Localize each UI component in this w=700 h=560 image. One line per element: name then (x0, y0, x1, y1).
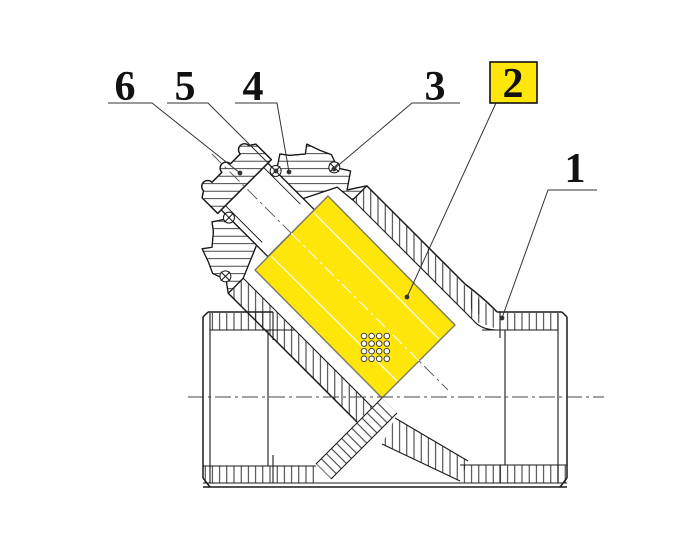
outlet-floor-slope (381, 417, 469, 482)
leader-2 (404, 102, 497, 300)
branch-upper-wall (346, 185, 498, 331)
screen-perforations (360, 332, 391, 363)
callout-2-highlight-box (489, 61, 538, 104)
o-ring-icon (222, 211, 235, 224)
leader-3 (331, 102, 460, 172)
branch-lower-wall (227, 277, 373, 423)
callout-5-label: 5 (175, 64, 196, 110)
filter-screen (254, 195, 456, 399)
chamber-bottom-wall (315, 397, 398, 480)
callout-6-label: 6 (115, 64, 136, 110)
callout-4-label: 4 (243, 64, 264, 110)
leader-lines (108, 102, 597, 321)
right-port-thread-band (505, 313, 558, 330)
right-port (482, 311, 568, 483)
body-bottom-wall (202, 464, 568, 488)
gasket-icon (219, 270, 232, 283)
callout-3-label: 3 (425, 64, 446, 110)
callout-2-label: 2 (503, 61, 524, 107)
leader-5 (167, 102, 279, 174)
leader-1 (499, 189, 597, 321)
callout-1-label: 1 (565, 146, 586, 192)
callout-labels: 6 5 4 3 2 1 (115, 61, 586, 192)
filter-screen-lines (270, 212, 440, 382)
body-boss (201, 143, 368, 294)
leader-4 (235, 102, 292, 175)
leader-6 (108, 102, 243, 176)
